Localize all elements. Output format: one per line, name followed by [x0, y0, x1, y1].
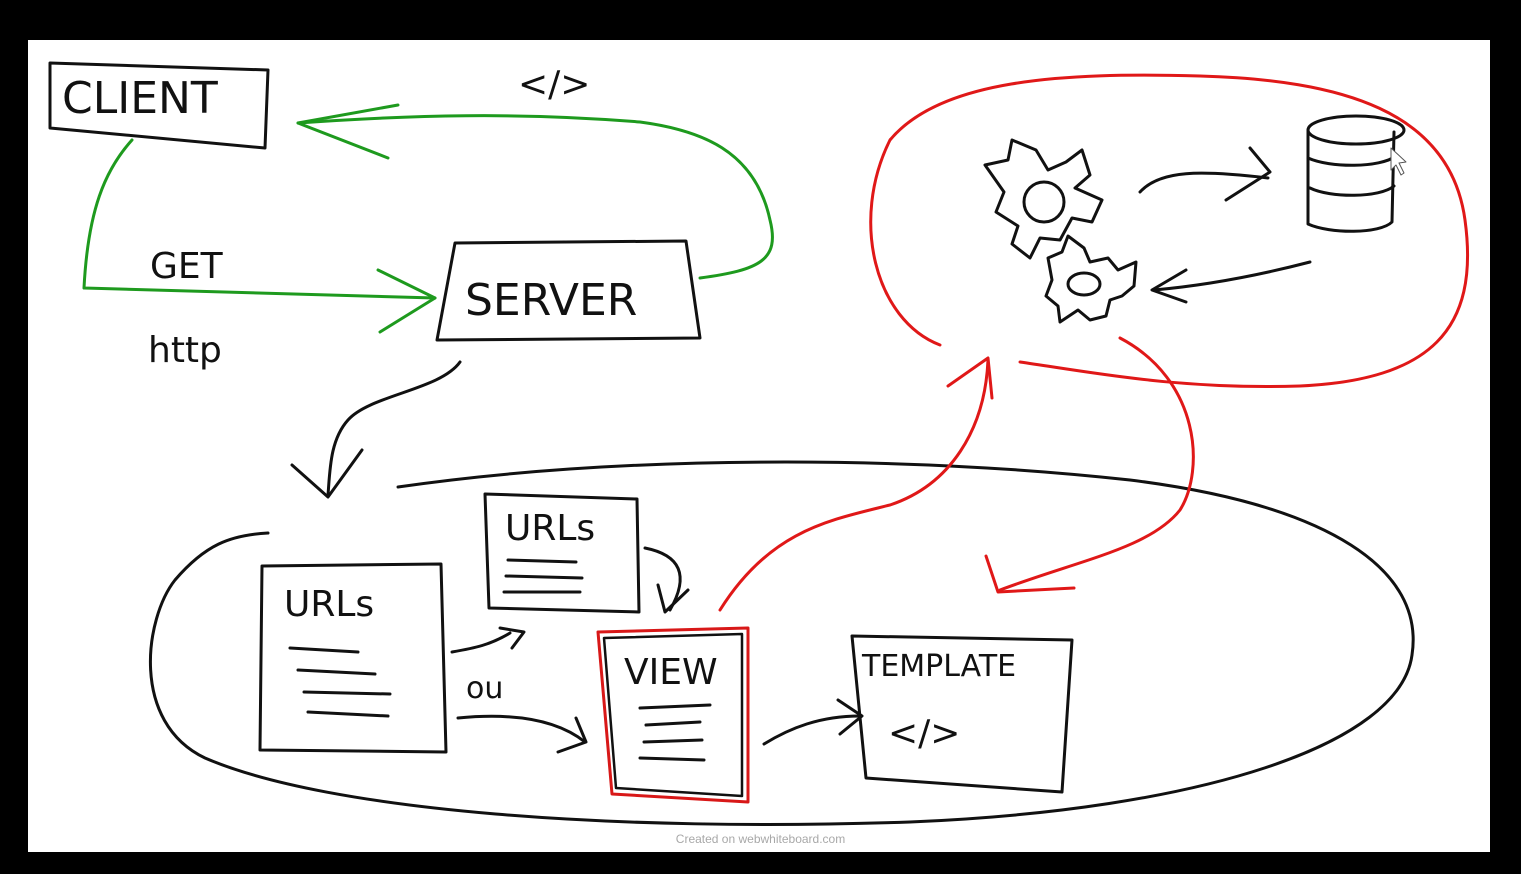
gear-to-database-arrow [1138, 146, 1272, 202]
get-label: GET [150, 246, 224, 287]
gear-icon [1044, 234, 1138, 324]
database-to-gear-arrow [1150, 260, 1312, 304]
view-highlight-box [596, 626, 750, 804]
view-node: VIEW [596, 626, 750, 804]
server-to-app-arrow [290, 360, 462, 499]
urls-main-node: URLs [258, 562, 448, 754]
view-to-template-arrow [762, 698, 864, 746]
client-node: CLIENT [48, 61, 270, 150]
template-node: TEMPLATE </> [850, 634, 1074, 794]
view-to-model-arrow [718, 356, 994, 612]
view-lines [638, 703, 712, 762]
urls-main-box [258, 562, 448, 754]
watermark: Created on webwhiteboard.com [675, 832, 846, 846]
http-label: http [148, 330, 222, 371]
urls-to-view-arrow [456, 714, 588, 754]
model-boundary [869, 73, 1470, 389]
gear-icon [983, 138, 1104, 260]
server-node: SERVER [435, 239, 702, 342]
template-code-label: </> [888, 713, 960, 754]
client-box [48, 61, 270, 150]
or-label: ou [466, 671, 503, 706]
request-arrow [82, 138, 437, 334]
response-arrow [296, 103, 774, 280]
view-box [602, 632, 744, 798]
urls-secondary-to-view-arrow [643, 546, 690, 614]
server-box [435, 239, 702, 342]
view-label: VIEW [624, 652, 718, 693]
urls-secondary-lines [502, 558, 584, 594]
urls-main-label: URLs [284, 584, 374, 625]
response-code-label: </> [518, 64, 590, 105]
template-box [850, 634, 1074, 794]
server-label: SERVER [465, 275, 637, 326]
urls-secondary-node: URLs [483, 492, 641, 614]
mouse-cursor-icon [1390, 147, 1407, 176]
template-label: TEMPLATE [861, 649, 1016, 684]
database-icon [1306, 114, 1406, 233]
urls-secondary-box [483, 492, 641, 614]
model-to-template-arrow [984, 336, 1195, 594]
urls-main-lines [288, 646, 392, 718]
app-boundary [149, 460, 1415, 826]
urls-include-arrow [450, 626, 526, 654]
urls-secondary-label: URLs [505, 508, 595, 549]
client-label: CLIENT [62, 73, 218, 124]
